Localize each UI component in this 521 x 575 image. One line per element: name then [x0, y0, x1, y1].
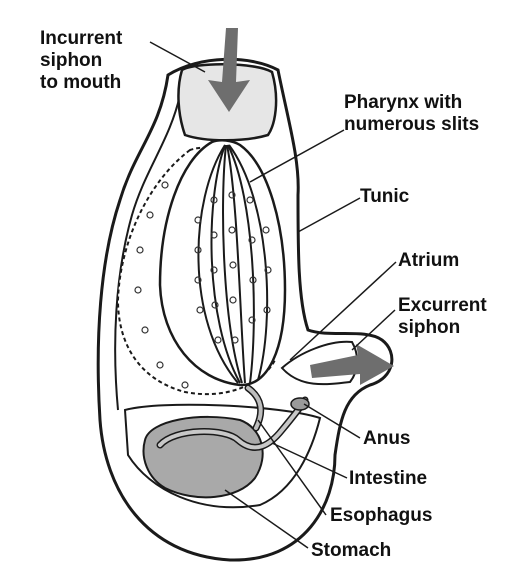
anus	[291, 398, 309, 410]
label-intestine: Intestine	[349, 468, 427, 490]
label-excurrent-siphon: Excurrent siphon	[398, 295, 487, 339]
leader-incurrent	[150, 42, 205, 72]
label-anus: Anus	[363, 428, 411, 450]
leader-tunic	[298, 198, 360, 232]
label-atrium: Atrium	[398, 250, 459, 272]
label-incurrent-siphon: Incurrent siphon to mouth	[40, 28, 122, 94]
label-pharynx: Pharynx with numerous slits	[344, 92, 479, 136]
label-tunic: Tunic	[360, 186, 409, 208]
label-esophagus: Esophagus	[330, 505, 432, 527]
label-stomach: Stomach	[311, 540, 391, 562]
